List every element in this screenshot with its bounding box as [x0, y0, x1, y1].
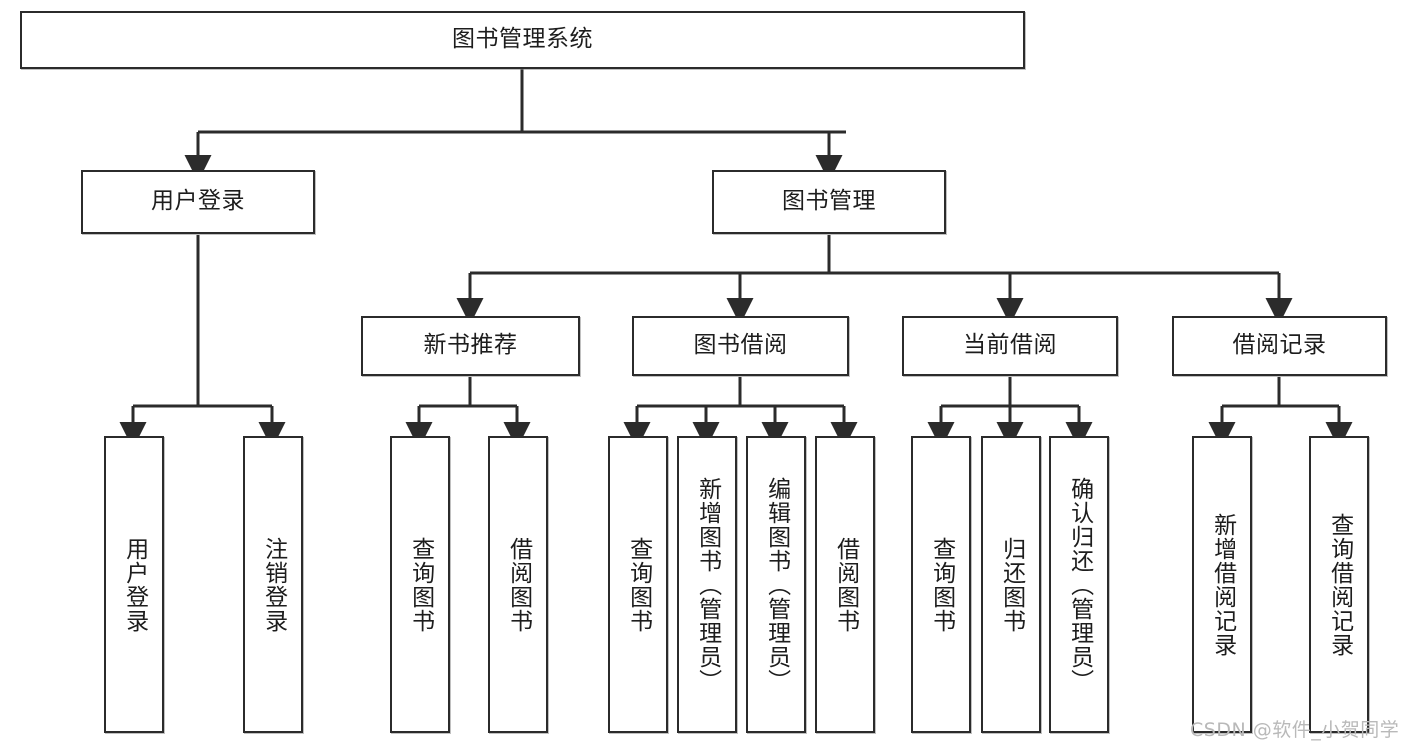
node-leaf-add-borrow-record-label: 新增借阅记录 — [1209, 512, 1236, 657]
node-book-borrow-label: 图书借阅 — [693, 332, 788, 359]
node-leaf-user-login[interactable]: 用户登录 — [104, 436, 164, 733]
node-leaf-logout[interactable]: 注销登录 — [243, 436, 303, 733]
node-borrow-records[interactable]: 借阅记录 — [1172, 316, 1387, 376]
node-borrow-records-label: 借阅记录 — [1232, 332, 1327, 359]
node-leaf-borrow-book-new-label: 借阅图书 — [505, 536, 532, 633]
node-leaf-confirm-return-admin-label: 确认归还（管理员） — [1066, 476, 1093, 693]
node-leaf-query-book-new-label: 查询图书 — [407, 536, 434, 633]
node-leaf-query-book-current[interactable]: 查询图书 — [911, 436, 971, 733]
node-user-login-label: 用户登录 — [151, 188, 245, 215]
node-leaf-query-book-borrow[interactable]: 查询图书 — [608, 436, 668, 733]
node-leaf-add-book-admin-label: 新增图书（管理员） — [694, 476, 721, 693]
node-leaf-query-book-current-label: 查询图书 — [928, 536, 955, 633]
node-current-borrow-label: 当前借阅 — [963, 332, 1057, 359]
watermark-text: CSDN @软件_小贺同学 — [1190, 719, 1400, 741]
node-leaf-return-book-label: 归还图书 — [998, 536, 1025, 633]
node-leaf-query-book-borrow-label: 查询图书 — [625, 536, 652, 633]
node-leaf-add-book-admin[interactable]: 新增图书（管理员） — [677, 436, 737, 733]
node-root[interactable]: 图书管理系统 — [20, 11, 1025, 69]
node-user-login[interactable]: 用户登录 — [81, 170, 315, 234]
node-leaf-query-borrow-record[interactable]: 查询借阅记录 — [1309, 436, 1369, 733]
node-leaf-return-book[interactable]: 归还图书 — [981, 436, 1041, 733]
node-root-label: 图书管理系统 — [452, 26, 593, 53]
node-book-borrow[interactable]: 图书借阅 — [632, 316, 849, 376]
node-leaf-user-login-label: 用户登录 — [121, 536, 148, 633]
node-leaf-query-book-new[interactable]: 查询图书 — [390, 436, 450, 733]
node-book-management-label: 图书管理 — [782, 188, 876, 215]
node-new-book-recommend[interactable]: 新书推荐 — [361, 316, 580, 376]
node-leaf-borrow-book-new[interactable]: 借阅图书 — [488, 436, 548, 733]
node-leaf-edit-book-admin-label: 编辑图书（管理员） — [763, 476, 790, 693]
node-leaf-logout-label: 注销登录 — [260, 536, 287, 633]
node-new-book-recommend-label: 新书推荐 — [423, 332, 518, 359]
node-leaf-confirm-return-admin[interactable]: 确认归还（管理员） — [1049, 436, 1109, 733]
node-leaf-borrow-book-label: 借阅图书 — [832, 536, 859, 633]
node-leaf-query-borrow-record-label: 查询借阅记录 — [1326, 512, 1353, 657]
node-leaf-add-borrow-record[interactable]: 新增借阅记录 — [1192, 436, 1252, 733]
node-leaf-edit-book-admin[interactable]: 编辑图书（管理员） — [746, 436, 806, 733]
node-leaf-borrow-book[interactable]: 借阅图书 — [815, 436, 875, 733]
node-current-borrow[interactable]: 当前借阅 — [902, 316, 1118, 376]
node-book-management[interactable]: 图书管理 — [712, 170, 946, 234]
